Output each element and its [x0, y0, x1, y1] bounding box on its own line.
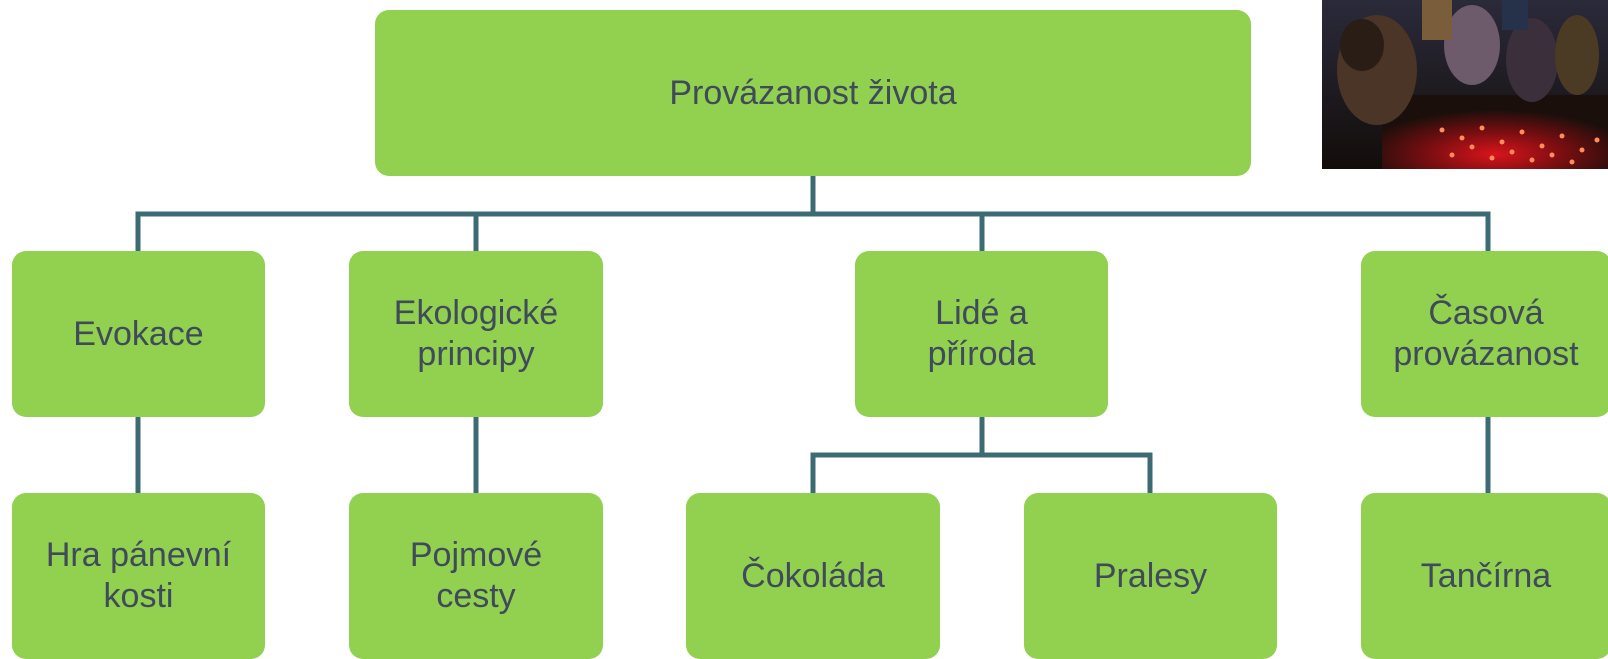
branch-node-lide-a-priroda: Lidé a příroda — [855, 251, 1108, 417]
leaf-node-label: Pralesy — [1093, 556, 1208, 595]
people-with-candles-photo — [1322, 0, 1608, 169]
branch-node-ekologicke-principy: Ekologické principy — [349, 251, 603, 417]
branch-node-casova-provazanost: Časová provázanost — [1361, 251, 1608, 417]
leaf-node-pralesy: Pralesy — [1024, 493, 1277, 659]
branch-node-evokace: Evokace — [12, 251, 265, 417]
branch-node-label: Ekologické principy — [393, 294, 559, 373]
branch-node-label: Lidé a příroda — [927, 294, 1036, 373]
leaf-node-label: Tančírna — [1420, 556, 1552, 595]
leaf-node-label: Pojmové cesty — [409, 536, 543, 615]
leaf-node-label: Hra pánevní kosti — [45, 536, 232, 615]
leaf-node-hra-panevni-kosti: Hra pánevní kosti — [12, 493, 265, 659]
branch-node-label: Evokace — [73, 314, 204, 353]
leaf-node-pojmove-cesty: Pojmové cesty — [349, 493, 603, 659]
root-node: Provázanost života — [375, 10, 1251, 176]
root-node-label: Provázanost života — [669, 73, 957, 112]
leaf-node-cokolada: Čokoláda — [686, 493, 940, 659]
branch-node-label: Časová provázanost — [1393, 294, 1579, 373]
leaf-node-label: Čokoláda — [741, 556, 885, 595]
leaf-node-tancirna: Tančírna — [1361, 493, 1608, 659]
